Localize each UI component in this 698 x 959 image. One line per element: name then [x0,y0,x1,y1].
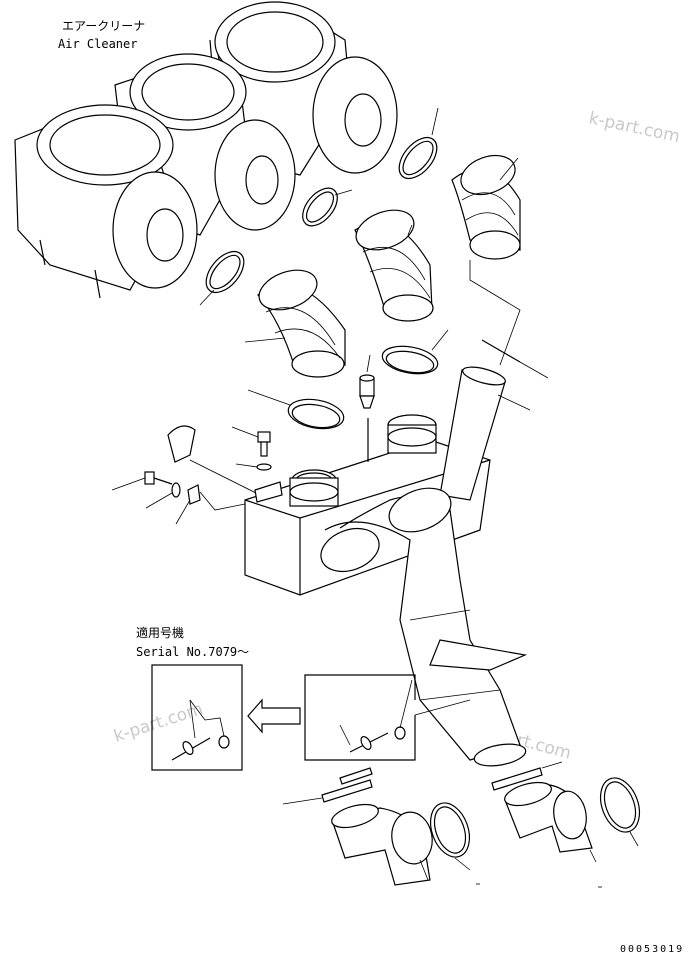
upper-inlet-pipe [439,366,531,501]
gasket-strip-left [282,767,373,805]
clamp-mid-right [381,329,449,375]
dust-indicator [359,354,375,409]
temperature-sensor-new [171,699,230,761]
title-japanese: エアークリーナ [62,19,145,33]
washer-lower [145,482,181,509]
arrow-left-icon [247,698,301,734]
clamp-mid-left [247,389,345,430]
clamp-lower-left [429,802,480,885]
leader-line-clip [199,491,256,511]
y-branch-pipe [320,487,528,767]
bolt-lower [111,471,173,491]
elbow-hose-left [244,269,346,378]
current-sensor-box [304,674,471,761]
small-tube [481,339,549,379]
clip-small [175,484,201,525]
clamp-upper-left [199,250,245,306]
gasket-strip-right [491,761,563,791]
elbow-hose-middle [354,209,434,322]
watermark-bottom-left: k-part.com [111,699,205,747]
bracket-clip [167,425,281,506]
air-cleaner-rear [209,1,398,176]
temperature-sensor-current [339,679,413,753]
clamp-upper-middle [302,187,353,227]
air-cleaner-front [14,104,198,299]
serial-label-english: Serial No.7079～ [136,645,249,659]
clamp-upper-right [398,107,439,180]
elbow-pipe-lower-right [504,781,597,863]
serial-label-japanese: 適用号機 [136,625,184,640]
clamp-lower-right [598,777,641,888]
washer-upper [235,463,272,471]
elbow-hose-right [451,154,521,260]
watermark-top-right: k-part.com [587,108,682,147]
bolt-upper [231,426,271,457]
elbow-pipe-lower-left [331,803,433,886]
leader-line-elbow-tube [469,260,521,366]
title-english: Air Cleaner [58,37,137,51]
serial-inset-box [151,664,243,771]
document-number: 00053019 [620,944,684,955]
